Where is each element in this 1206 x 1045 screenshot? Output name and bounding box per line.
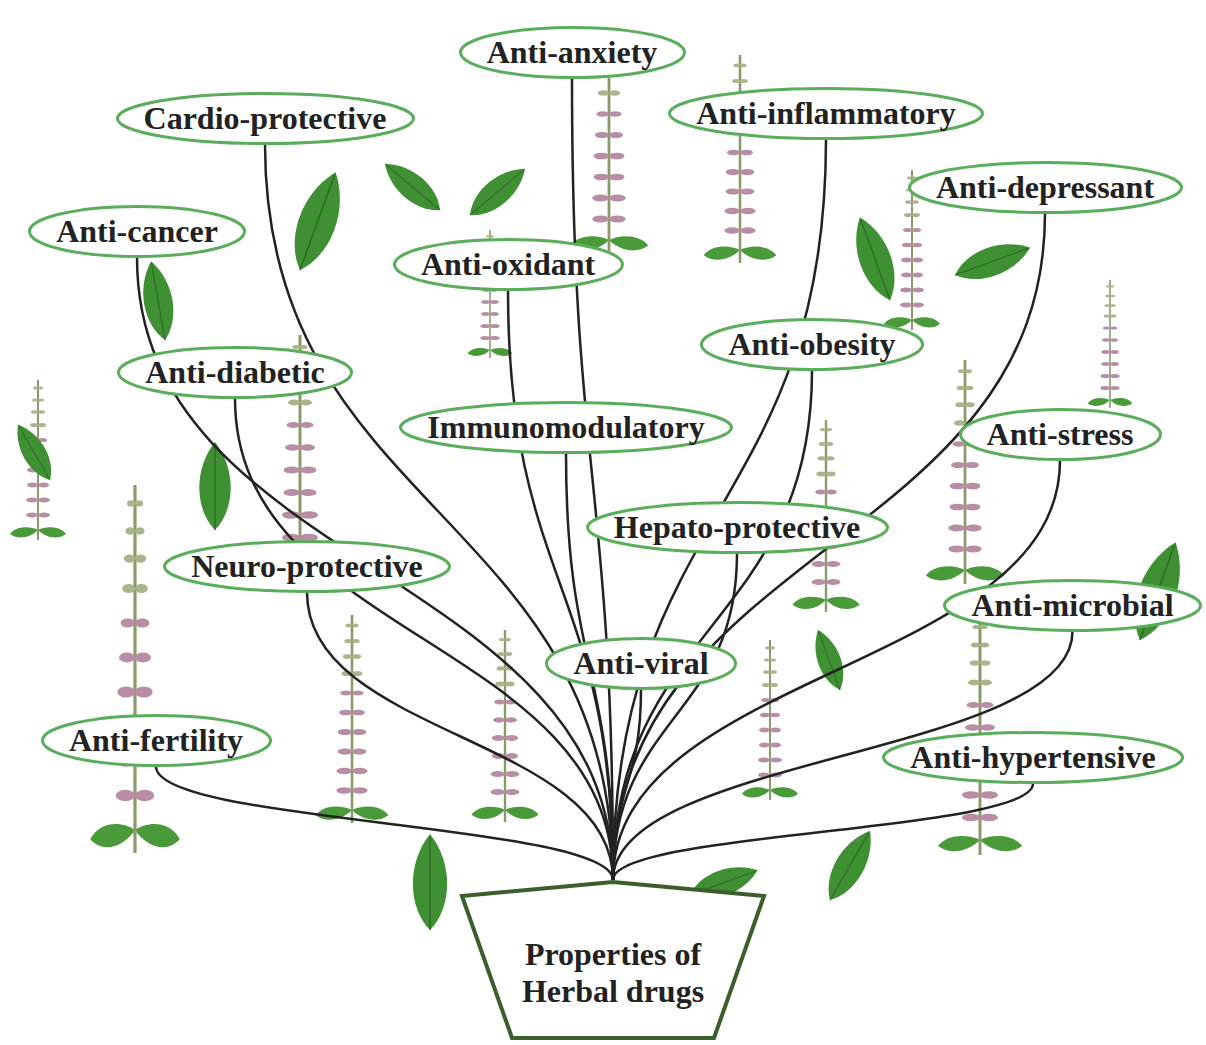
property-ellipse: Anti-cancer <box>28 205 246 258</box>
pentagon-shape <box>462 882 764 1038</box>
basil-leaf <box>8 419 60 486</box>
property-label: Cardio-protective <box>144 100 387 137</box>
connector-line <box>235 399 613 881</box>
ellipse-shape <box>909 162 1181 212</box>
property-label: Anti-inflammatory <box>696 95 956 132</box>
connector-line <box>613 784 1033 881</box>
ellipse-shape <box>394 239 622 289</box>
ellipse-shape <box>547 638 736 688</box>
property-label: Hepato-protective <box>614 509 860 546</box>
basil-leaf <box>845 212 905 305</box>
property-label: Immunomodulatory <box>427 409 704 446</box>
property-ellipse: Anti-hypertensive <box>882 731 1184 784</box>
ellipse-shape <box>42 715 270 765</box>
property-ellipse: Anti-obesity <box>700 318 924 371</box>
property-label: Anti-microbial <box>971 587 1173 624</box>
property-ellipse: Anti-oxidant <box>393 238 624 291</box>
property-ellipse: Anti-viral <box>545 637 737 690</box>
property-ellipse: Anti-stress <box>959 408 1162 461</box>
ellipse-shape <box>945 580 1201 630</box>
property-label: Anti-hypertensive <box>910 739 1155 776</box>
ellipse-shape <box>117 93 413 143</box>
ellipse-shape <box>401 402 732 452</box>
property-label: Anti-depressant <box>936 169 1154 206</box>
connector-line <box>265 145 613 881</box>
ellipse-shape <box>884 732 1183 782</box>
basil-leaf <box>807 626 850 694</box>
property-ellipse: Anti-depressant <box>908 161 1183 214</box>
flower-spike <box>90 485 180 853</box>
basil-leaf <box>199 442 230 530</box>
basil-leaf <box>818 824 883 908</box>
property-label: Anti-oxidant <box>421 246 595 283</box>
ellipse-shape <box>119 347 352 397</box>
property-ellipse: Anti-fertility <box>41 714 272 767</box>
connector-line <box>156 767 613 881</box>
ellipse-shape <box>460 27 684 77</box>
flower-spike <box>926 360 1004 584</box>
root-pentagon: Properties of Herbal drugs <box>460 880 766 1040</box>
property-ellipse: Cardio-protective <box>116 92 415 145</box>
connector-line <box>613 554 737 881</box>
property-label: Neuro-protective <box>191 548 423 585</box>
ellipse-shape <box>165 541 450 591</box>
basil-leaf <box>413 834 447 930</box>
basil-leaf <box>462 159 534 225</box>
basil-leaf <box>283 166 353 276</box>
flower-spike <box>316 615 389 823</box>
property-ellipse: Anti-microbial <box>943 579 1202 632</box>
ellipse-shape <box>702 319 923 369</box>
property-ellipse: Neuro-protective <box>163 540 451 593</box>
property-label: Anti-stress <box>987 416 1134 453</box>
flower-spike <box>1088 280 1133 408</box>
ellipse-shape <box>670 88 983 138</box>
property-ellipse: Anti-diabetic <box>117 346 353 399</box>
property-label: Anti-diabetic <box>145 354 325 391</box>
connector-line <box>307 593 613 881</box>
property-ellipse: Anti-anxiety <box>459 26 686 79</box>
basil-leaf <box>137 259 179 343</box>
flower-spike <box>704 55 777 263</box>
root-label: Properties of Herbal drugs <box>513 936 713 1010</box>
property-label: Anti-anxiety <box>487 34 658 71</box>
ellipse-shape <box>587 502 887 552</box>
basil-leaf <box>950 234 1035 288</box>
property-ellipse: Immunomodulatory <box>399 401 733 454</box>
property-label: Anti-obesity <box>728 326 895 363</box>
basil-leaf <box>377 154 449 220</box>
ellipse-shape <box>960 409 1160 459</box>
ellipse-shape <box>30 206 245 256</box>
property-ellipse: Anti-inflammatory <box>668 87 984 140</box>
connector-line <box>613 690 641 881</box>
property-label: Anti-viral <box>573 645 708 682</box>
flower-spike <box>471 630 538 822</box>
property-label: Anti-fertility <box>69 722 243 759</box>
property-label: Anti-cancer <box>56 213 218 250</box>
property-ellipse: Hepato-protective <box>586 501 889 554</box>
